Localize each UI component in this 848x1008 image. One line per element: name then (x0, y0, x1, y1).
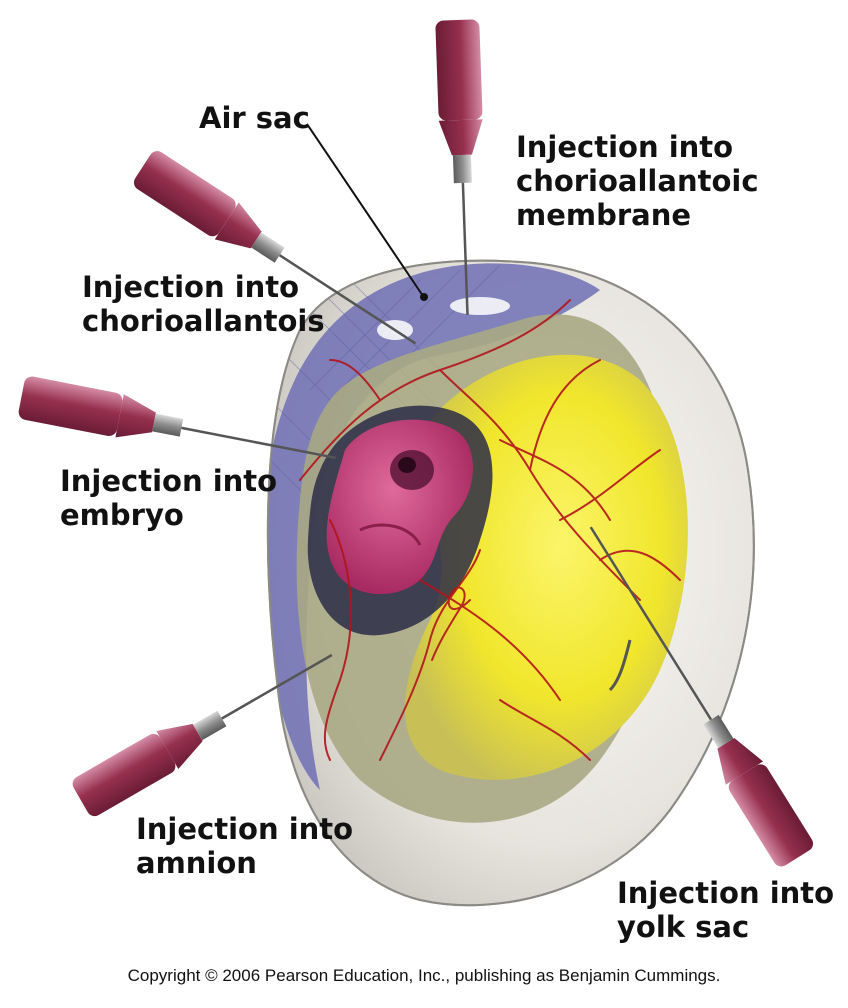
label-embryo-line2: embryo (60, 498, 184, 532)
copyright-notice: Copyright © 2006 Pearson Education, Inc.… (127, 966, 721, 985)
embryo (326, 419, 474, 595)
label-amnion-line1: Injection into (136, 812, 354, 846)
syringe-amnion (72, 653, 333, 817)
label-chorioallantois-line1: Injection into (82, 270, 300, 304)
label-yolk-line1: Injection into (617, 876, 835, 910)
label-cam-line1: Injection into (516, 130, 734, 164)
label-chorioallantoic-membrane: Injection into chorioallantoic membrane (516, 130, 759, 232)
label-cam-line2: chorioallantoic (516, 164, 759, 198)
label-air-sac: Air sac (199, 101, 310, 135)
syringe-chorioallantoic-membrane (435, 19, 483, 315)
label-amnion: Injection into amnion (136, 812, 353, 880)
label-chorioallantois: Injection into chorioallantois (82, 270, 325, 338)
label-amnion-line2: amnion (136, 846, 257, 880)
label-yolk-line2: yolk sac (617, 910, 750, 944)
label-cam-line3: membrane (516, 198, 692, 232)
syringe-embryo (18, 376, 336, 460)
syringe-chorioallantois (133, 151, 417, 345)
syringe-yolk-sac (589, 526, 814, 867)
label-air-sac-text: Air sac (199, 101, 310, 135)
label-embryo-line1: Injection into (60, 464, 278, 498)
blood-vessels (299, 299, 681, 761)
label-embryo: Injection into embryo (60, 464, 277, 532)
label-chorioallantois-line2: chorioallantois (82, 304, 325, 338)
air-sac-leader-line (306, 123, 424, 297)
label-yolk-sac: Injection into yolk sac (617, 876, 834, 944)
